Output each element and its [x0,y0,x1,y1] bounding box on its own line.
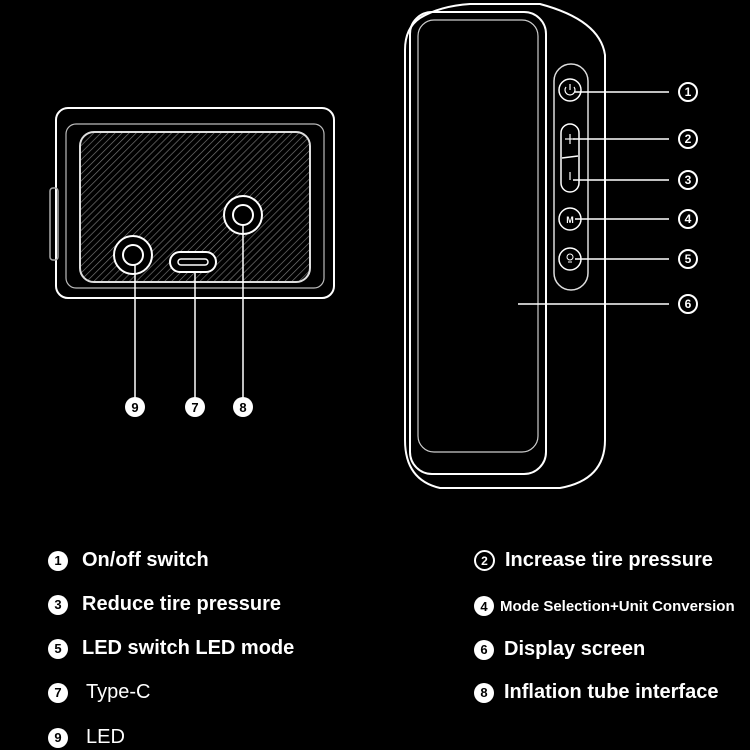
callout-1: 1 [685,85,692,99]
mode-button-glyph: M [566,215,574,225]
pressure-rocker[interactable] [560,123,580,193]
legend-label-7: Type-C [86,681,151,703]
legend-item-9: 9 LED [48,726,125,749]
legend-badge-6: 6 [474,639,494,660]
legend-label-5: LED switch LED mode [82,637,295,659]
legend-label-4: Mode Selection+Unit Conversion [500,597,735,615]
bulb-icon [566,253,574,263]
power-button[interactable] [558,78,582,102]
legend-item-6: 6 Display screen [474,638,645,661]
callout-2: 2 [685,132,692,146]
legend-item-5: 5 LED switch LED mode [48,637,294,660]
legend-badge-2: 2 [474,550,495,571]
legend-label-6: Display screen [504,638,646,660]
device-front-view [404,3,606,489]
legend-item-7: 7 Type-C [48,681,150,704]
legend-badge-1: 1 [48,550,68,571]
legend-item-1: 1 On/off switch [48,549,209,572]
legend-badge-9: 9 [48,727,68,748]
callout-9: 9 [131,400,138,415]
legend-label-1: On/off switch [82,549,209,571]
led-port [113,235,153,275]
legend-badge-3: 3 [48,594,68,615]
legend-item-4: 4 Mode Selection+Unit Conversion [474,596,735,616]
callout-8: 8 [239,400,246,415]
display-screen [409,11,547,475]
legend-label-2: Increase tire pressure [505,549,713,571]
legend-badge-4: 4 [474,596,494,616]
legend-badge-8: 8 [474,682,494,703]
legend-label-8: Inflation tube interface [504,681,719,703]
legend-label-9: LED [86,726,125,748]
device-bottom-view [49,107,335,299]
callout-6: 6 [685,297,692,311]
callout-3: 3 [685,173,692,187]
type-c-port [169,251,217,273]
legend-item-3: 3 Reduce tire pressure [48,593,281,616]
legend-item-8: 8 Inflation tube interface [474,681,718,704]
legend-badge-7: 7 [48,682,68,703]
callout-5: 5 [685,252,692,266]
legend-label-3: Reduce tire pressure [82,593,281,615]
callout-7: 7 [191,400,198,415]
legend-badge-5: 5 [48,638,68,659]
callout-4: 4 [685,212,692,226]
legend-item-2: 2 Increase tire pressure [474,549,713,572]
button-rail [553,63,589,291]
